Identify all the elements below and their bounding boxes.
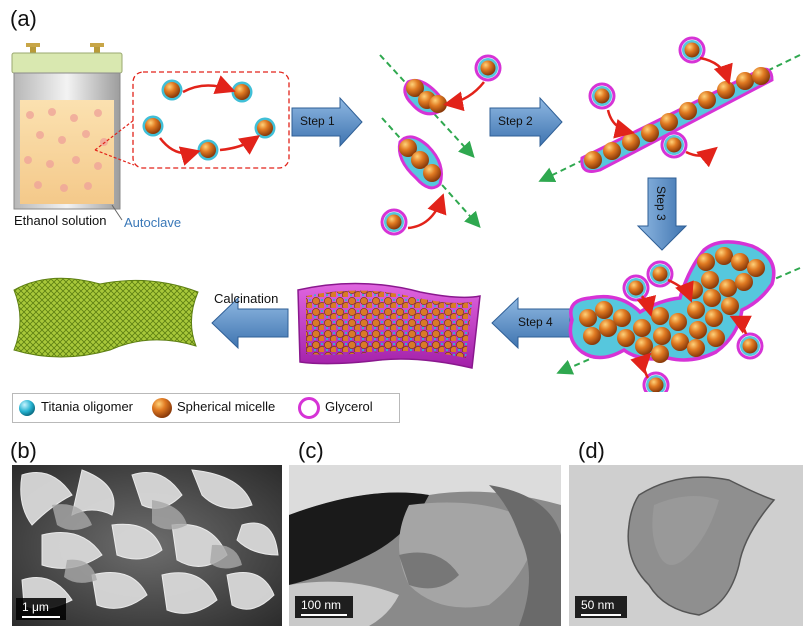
step1-label: Step 1	[300, 114, 335, 128]
step4-label: Step 4	[518, 315, 553, 329]
step1-arrow	[291, 96, 363, 148]
sem-image-b: 1 μm	[12, 465, 282, 626]
scalebar-d: 50 nm	[575, 596, 627, 618]
inset-box	[132, 71, 290, 169]
autoclave-label: Autoclave	[124, 215, 182, 230]
scalebar-c: 100 nm	[295, 596, 353, 618]
legend-micelle-label: Spherical micelle	[177, 399, 276, 414]
step3-arrow	[636, 177, 688, 251]
scalebar-b-text: 1 μm	[22, 600, 49, 614]
synthesis-schematic	[11, 36, 801, 392]
scalebar-b: 1 μm	[16, 598, 66, 620]
glycerol-sheet	[297, 282, 481, 369]
scalebar-d-text: 50 nm	[581, 598, 615, 612]
step2-arrow	[489, 96, 563, 148]
calcination-label: Calcination	[214, 291, 279, 306]
tem-image-d: 50 nm	[569, 465, 803, 626]
panel-label-b: (b)	[10, 438, 37, 463]
legend-glycerol-label: Glycerol	[325, 399, 373, 414]
legend-titania-label: Titania oligomer	[41, 399, 134, 414]
panel-label-a: (a)	[10, 6, 37, 31]
calcination-arrow	[211, 296, 289, 350]
spherical-micelle-icon	[152, 398, 172, 418]
ethanol-solution-label: Ethanol solution	[14, 213, 107, 228]
scalebar-c-text: 100 nm	[301, 598, 342, 612]
titania-nanosheet	[13, 277, 199, 358]
glycerol-icon	[298, 397, 320, 419]
panel-label-c: (c)	[298, 438, 324, 463]
autoclave-illustration	[11, 43, 135, 221]
titania-oligomer-icon	[19, 400, 35, 416]
legend: Titania oligomer Spherical micelle Glyce…	[12, 393, 400, 423]
step2-label: Step 2	[498, 114, 533, 128]
step4-arrow	[491, 296, 571, 350]
sem-image-c: 100 nm	[289, 465, 561, 626]
panel-label-d: (d)	[578, 438, 605, 463]
step3-label: Step 3	[654, 186, 668, 221]
